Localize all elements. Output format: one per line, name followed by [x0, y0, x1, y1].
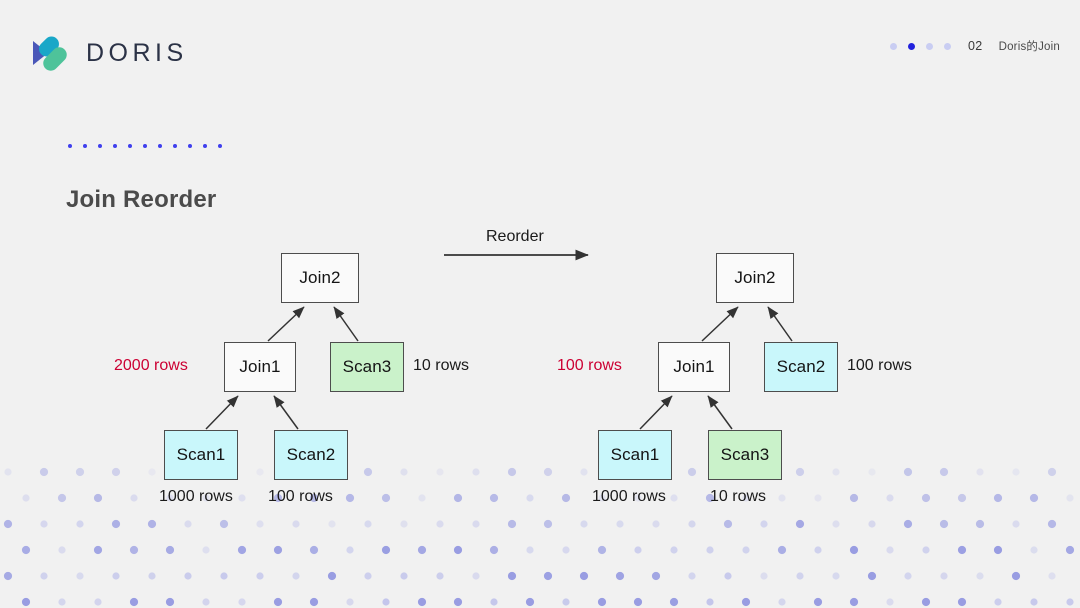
edge-scan3-to-join2 — [333, 306, 359, 342]
join-tree-after-label-scan1-rows: 1000 rows — [592, 488, 666, 505]
doris-logo-icon — [26, 30, 72, 76]
edge-join1-to-join2 — [701, 306, 739, 342]
join-tree-before-node-scan2[interactable]: Scan2 — [274, 430, 348, 480]
join-tree-after-label-scan3-rows: 10 rows — [710, 488, 767, 505]
join-tree-after-label-scan2-rows: 100 rows — [847, 357, 912, 374]
join-tree-before-node-scan1[interactable]: Scan1 — [164, 430, 238, 480]
pager-dot-2[interactable] — [908, 42, 916, 50]
pager-dot-3[interactable] — [926, 42, 934, 50]
join-tree-after-label-join1-rows: 100 rows — [557, 357, 622, 374]
title-dot-rule — [68, 144, 233, 148]
join-tree-after-node-scan2[interactable]: Scan2 — [764, 342, 838, 392]
brand-wordmark: DORIS — [86, 38, 188, 67]
join-tree-after-node-scan1[interactable]: Scan1 — [598, 430, 672, 480]
join-tree-after-node-join2[interactable]: Join2 — [716, 253, 794, 303]
join-tree-before-label-scan1-rows: 1000 rows — [159, 488, 233, 505]
reorder-label: Reorder — [486, 228, 544, 245]
join-tree-before-node-scan3[interactable]: Scan3 — [330, 342, 404, 392]
section-number: 02 — [968, 39, 983, 53]
title-rule-dot — [203, 144, 207, 148]
pager-dot-1[interactable] — [890, 42, 898, 50]
join-tree-before-node-join1[interactable]: Join1 — [224, 342, 296, 392]
page-title: Join Reorder — [66, 186, 217, 213]
title-rule-dot — [188, 144, 192, 148]
edge-scan1-to-join1 — [205, 395, 239, 430]
title-rule-dot — [83, 144, 87, 148]
title-rule-dot — [98, 144, 102, 148]
edge-join1-to-join2 — [267, 306, 305, 342]
pager-dot-4[interactable] — [944, 42, 952, 50]
title-rule-dot — [143, 144, 147, 148]
title-rule-dot — [113, 144, 117, 148]
title-rule-dot — [128, 144, 132, 148]
join-tree-before-label-scan3-rows: 10 rows — [413, 357, 470, 374]
edge-scan2-to-join2 — [767, 306, 793, 342]
join-tree-after-node-scan3[interactable]: Scan3 — [708, 430, 782, 480]
edge-scan2-to-join1 — [273, 395, 299, 430]
title-rule-dot — [68, 144, 72, 148]
edge-scan3-to-join1 — [707, 395, 733, 430]
header-progress: 02 Doris的Join — [890, 36, 1060, 56]
join-tree-before-node-join2[interactable]: Join2 — [281, 253, 359, 303]
title-rule-dot — [158, 144, 162, 148]
join-tree-before-label-scan2-rows: 100 rows — [268, 488, 333, 505]
join-tree-after-node-join1[interactable]: Join1 — [658, 342, 730, 392]
title-rule-dot — [173, 144, 177, 148]
join-tree-before-label-join1-rows: 2000 rows — [114, 357, 188, 374]
edge-scan1-to-join1 — [639, 395, 673, 430]
section-title: Doris的Join — [998, 41, 1060, 53]
title-rule-dot — [218, 144, 222, 148]
brand-logo: DORIS — [26, 30, 188, 76]
